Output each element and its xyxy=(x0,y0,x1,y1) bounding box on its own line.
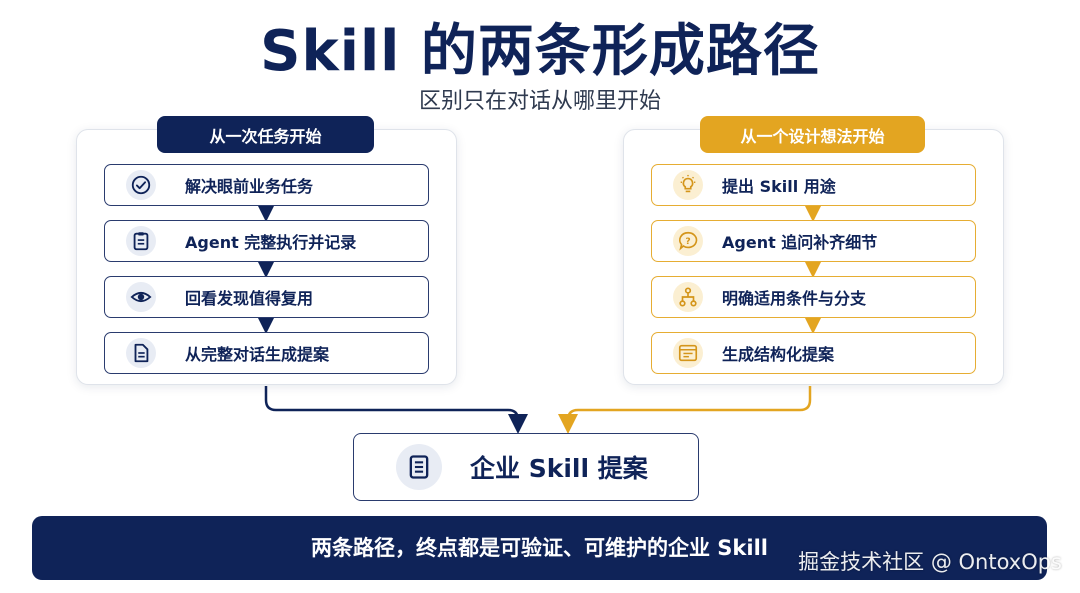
left-step-3-label: 回看发现值得复用 xyxy=(185,289,314,308)
left-step-4: 从完整对话生成提案 xyxy=(104,332,429,374)
summary-banner xyxy=(32,516,1047,580)
document-icon xyxy=(126,338,156,368)
right-step-2: ? Agent 追问补齐细节 xyxy=(651,220,976,262)
left-step-3: 回看发现值得复用 xyxy=(104,276,429,318)
left-step-1: 解决眼前业务任务 xyxy=(104,164,429,206)
form-icon xyxy=(673,338,703,368)
check-circle-icon xyxy=(126,170,156,200)
right-step-2-label: Agent 追问补齐细节 xyxy=(722,233,878,252)
right-step-3-label: 明确适用条件与分支 xyxy=(722,289,867,308)
left-converge-line xyxy=(264,386,528,434)
result-box: 企业 Skill 提案 xyxy=(353,433,699,501)
right-path-tag: 从一个设计想法开始 xyxy=(700,116,925,153)
right-step-4: 生成结构化提案 xyxy=(651,332,976,374)
question-bubble-icon: ? xyxy=(673,226,703,256)
right-step-1-label: 提出 Skill 用途 xyxy=(722,177,836,196)
document-stack-icon xyxy=(396,444,442,490)
page-subtitle: 区别只在对话从哪里开始 xyxy=(418,89,661,114)
left-step-1-label: 解决眼前业务任务 xyxy=(185,177,314,196)
left-step-2-label: Agent 完整执行并记录 xyxy=(185,233,357,252)
left-path-tag: 从一次任务开始 xyxy=(157,116,374,153)
right-step-3: 明确适用条件与分支 xyxy=(651,276,976,318)
lightbulb-icon xyxy=(673,170,703,200)
watermark: 掘金技术社区 @ OntoxOps xyxy=(798,550,1062,574)
left-step-4-label: 从完整对话生成提案 xyxy=(185,345,330,364)
left-step-2: Agent 完整执行并记录 xyxy=(104,220,429,262)
svg-text:?: ? xyxy=(685,236,690,247)
right-step-4-label: 生成结构化提案 xyxy=(722,345,835,364)
page-title: Skill 的两条形成路径 xyxy=(260,19,820,84)
eye-icon xyxy=(126,282,156,312)
summary-banner-text: 两条路径，终点都是可验证、可维护的企业 Skill xyxy=(311,536,768,560)
right-converge-line xyxy=(558,386,812,434)
result-label: 企业 Skill 提案 xyxy=(470,454,648,483)
branch-icon xyxy=(673,282,703,312)
right-step-1: 提出 Skill 用途 xyxy=(651,164,976,206)
clipboard-icon xyxy=(126,226,156,256)
